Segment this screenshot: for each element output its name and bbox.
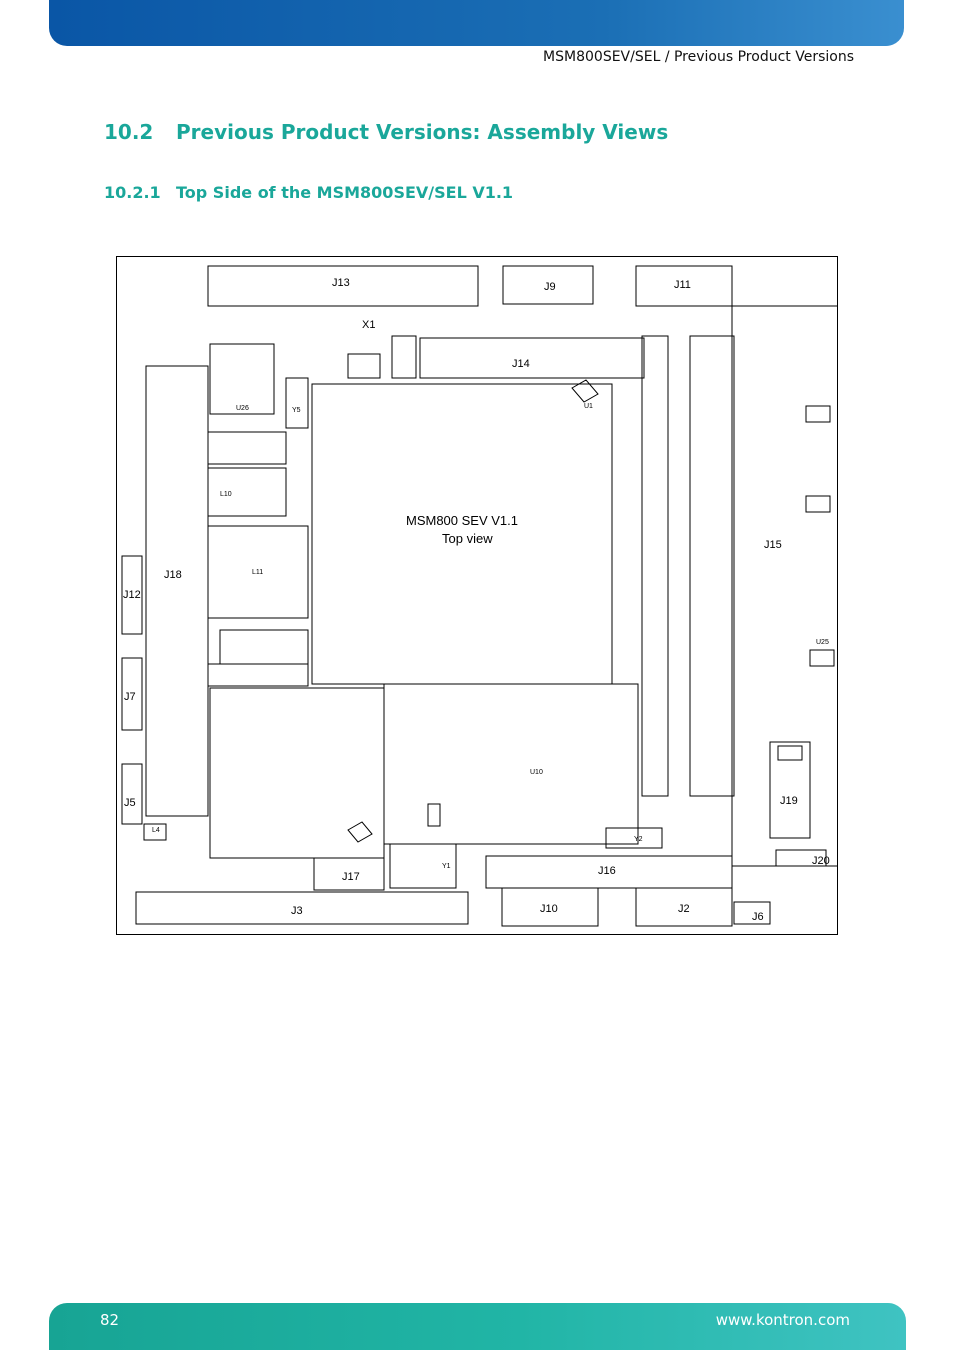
label-j19: J19 [780,795,798,807]
label-j11: J11 [674,279,691,291]
rn-column-left [641,335,669,797]
running-header: MSM800SEV/SEL / Previous Product Version… [543,49,854,65]
chip-u4 [347,821,373,843]
cap-c16-c17 [391,335,417,379]
connector-j18-body [145,365,209,817]
label-l4: L4 [152,827,160,834]
connector-j3-body [135,891,469,925]
cap-c84-c95 [207,663,309,687]
cap-c89 [207,431,287,465]
label-j12: J12 [123,589,141,601]
inductor-l4 [143,823,167,841]
label-j13: J13 [332,277,350,289]
crystal-y5 [285,377,309,429]
board-title: MSM800 SEV V1.1 [406,513,518,528]
chip-u25 [809,649,835,667]
label-j7: J7 [124,691,136,703]
connector-j5-body [121,763,143,825]
label-j15: J15 [764,539,782,551]
section-heading: 10.2 Previous Product Versions: Assembly … [104,120,668,144]
section-number: 10.2 [104,120,154,144]
rn33-area [347,353,381,379]
section-title: Previous Product Versions: Assembly View… [176,120,669,144]
connector-j20-body [775,849,827,867]
label-y2: Y2 [634,836,643,843]
label-l10: L10 [220,491,232,498]
inductor-l10 [207,467,287,517]
label-j2: J2 [678,903,690,915]
assembly-diagram: J13 J9 J11 X1 J14 J18 J12 J7 J5 J3 J17 J… [116,256,838,935]
label-j6: J6 [752,911,764,923]
inductor-l11 [207,525,309,619]
label-j10: J10 [540,903,558,915]
crystal-y2 [605,827,663,849]
connector-j9-body [502,265,594,305]
pcb-top-view: J13 J9 J11 X1 J14 J18 J12 J7 J5 J3 J17 J… [116,256,838,935]
cap-c145 [427,803,441,827]
connector-j10-body [501,887,599,927]
label-x1: X1 [362,319,375,331]
cap-c94-area [219,629,309,665]
label-j16: J16 [598,865,616,877]
connector-j19-body [769,741,811,839]
chip-u1 [571,379,599,403]
lower-left-area [209,687,385,859]
footer-bar [49,1303,906,1350]
connector-j6-body [733,901,771,925]
connector-j2-body [635,887,733,927]
subsection-title: Top Side of the MSM800SEV/SEL V1.1 [176,183,514,202]
label-j17: J17 [342,871,360,883]
label-j20: J20 [812,855,830,867]
connector-j14-body [419,337,645,379]
label-u25: U25 [816,639,829,646]
connector-j12-body [121,555,143,635]
subsection-number: 10.2.1 [104,183,161,202]
label-j9: J9 [544,281,556,293]
board-subtitle: Top view [442,531,493,546]
crystal-y1 [389,843,457,889]
label-y5: Y5 [292,407,301,414]
cap-c186 [777,745,803,761]
connector-j15-area [731,305,838,867]
label-u26: U26 [236,405,249,412]
cap-c118 [805,495,831,513]
connector-j13-body [207,265,479,307]
label-u10: U10 [530,769,543,776]
board-outline [116,256,838,935]
connector-j17-body [313,857,385,891]
website-link[interactable]: www.kontron.com [715,1311,850,1329]
connector-j7-body [121,657,143,731]
label-l11: L11 [252,569,263,576]
label-j5: J5 [124,797,136,809]
label-j18: J18 [164,569,182,581]
connector-j11-body [635,265,733,307]
label-u1: U1 [584,403,593,410]
label-j3: J3 [291,905,303,917]
chip-u10-area [383,683,639,845]
subsection-heading: 10.2.1 Top Side of the MSM800SEV/SEL V1.1 [104,183,513,202]
chip-u26-area [209,343,275,415]
connector-j16-body [485,855,733,889]
label-j14: J14 [512,358,530,370]
header-bar [49,0,904,46]
page-number: 82 [100,1311,120,1329]
label-y1: Y1 [442,863,451,870]
rn-column-right [689,335,735,797]
cap-c111 [805,405,831,423]
